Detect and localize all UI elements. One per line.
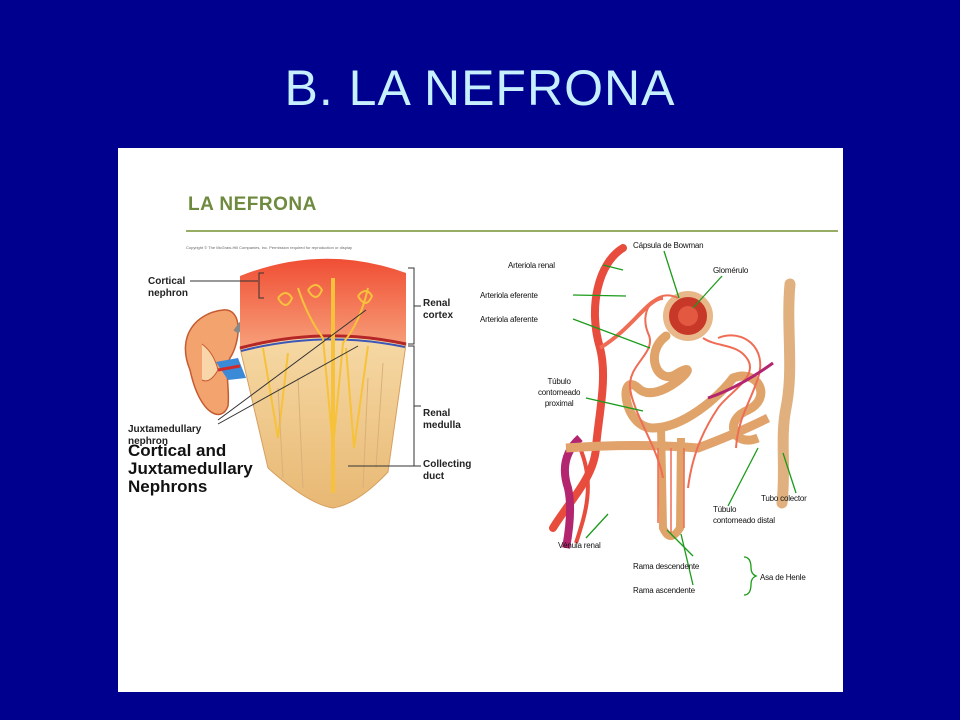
label-arteriola-renal: Arteriola renal bbox=[508, 261, 555, 270]
label-arteriola-aferente: Arteriola aferente bbox=[480, 315, 538, 324]
label-tubulo-proximal: Túbulo contorneado proximal bbox=[538, 376, 580, 409]
label-tubo-colector: Tubo colector bbox=[761, 494, 807, 503]
label-capsula-bowman: Cápsula de Bowman bbox=[633, 241, 704, 250]
label-line: medulla bbox=[423, 420, 461, 431]
nephron-illustration bbox=[184, 244, 797, 596]
label-line: Renal bbox=[423, 408, 451, 419]
figure-caption: Cortical and Juxtamedullary Nephrons bbox=[128, 442, 253, 496]
label-renal-medulla: Renal medulla bbox=[423, 408, 461, 432]
label-renal-cortex: Renal cortex bbox=[423, 298, 453, 322]
label-glomerulo: Glomérulo bbox=[713, 266, 749, 275]
label-line: Cortical bbox=[148, 276, 186, 287]
label-line: nephron bbox=[128, 436, 168, 447]
copyright-note: Copyright © The McGraw-Hill Companies, I… bbox=[186, 245, 353, 250]
caption-line: Cortical and bbox=[128, 441, 227, 460]
label-juxtamedullary-nephron: Juxtamedullary nephron bbox=[128, 424, 201, 448]
label-cortical-nephron: Cortical nephron bbox=[148, 276, 188, 300]
label-line: Túbulo bbox=[713, 505, 737, 514]
label-venula-renal: Vénula renal bbox=[558, 541, 601, 550]
label-collecting-duct: Collecting duct bbox=[423, 459, 471, 483]
label-line: contorneado distal bbox=[713, 516, 775, 525]
label-line: Collecting bbox=[423, 459, 472, 470]
caption-line: Nephrons bbox=[128, 477, 208, 496]
figure-heading: LA NEFRONA bbox=[188, 194, 317, 215]
right-callouts bbox=[572, 250, 797, 596]
label-tubulo-distal: Túbulo contorneado distal bbox=[713, 504, 775, 526]
label-rama-descendente: Rama descendente bbox=[633, 562, 700, 571]
label-line: cortex bbox=[423, 310, 454, 321]
renal-pyramid bbox=[239, 258, 407, 509]
label-arteriola-eferente: Arteriola eferente bbox=[480, 291, 538, 300]
label-line: nephron bbox=[148, 288, 188, 299]
nephron-figure: LA NEFRONA Copyright © The McGraw-Hill C… bbox=[118, 148, 843, 692]
label-line: Túbulo bbox=[547, 377, 571, 386]
slide-title: B. LA NEFRONA bbox=[284, 60, 676, 116]
left-callouts bbox=[190, 267, 421, 467]
label-line: contorneado bbox=[538, 388, 581, 397]
label-rama-ascendente: Rama ascendente bbox=[633, 586, 695, 595]
label-line: duct bbox=[423, 471, 445, 482]
caption-line: Juxtamedullary bbox=[128, 459, 253, 478]
label-line: proximal bbox=[544, 399, 574, 408]
heading-rule bbox=[186, 230, 838, 232]
label-line: Juxtamedullary bbox=[128, 424, 202, 435]
label-line: Renal bbox=[423, 298, 451, 309]
label-asa-henle: Asa de Henle bbox=[760, 573, 806, 582]
nephron-detail bbox=[549, 244, 796, 549]
